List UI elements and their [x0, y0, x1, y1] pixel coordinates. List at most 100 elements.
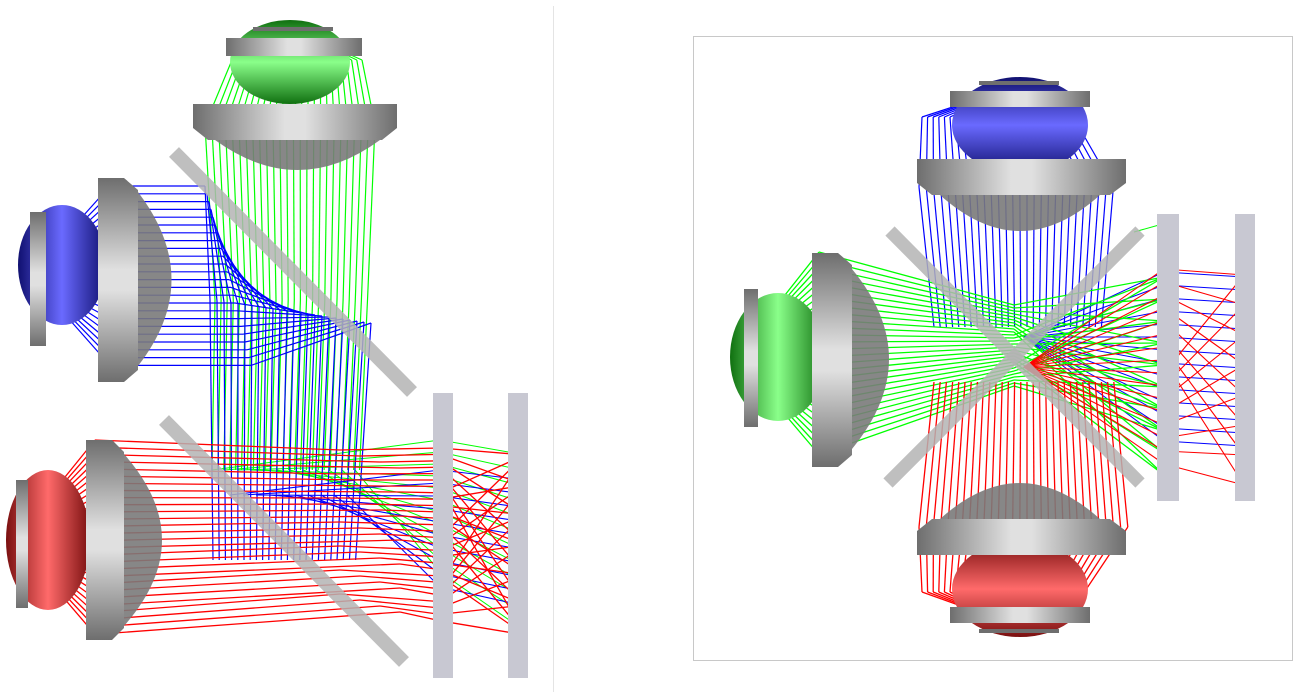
- blue-ray: [242, 482, 441, 496]
- red-field-lens-body: [940, 483, 1100, 519]
- green-ray: [246, 299, 253, 471]
- blue-ray: [208, 201, 225, 303]
- red-ray: [1023, 346, 1165, 368]
- red-ray: [1023, 281, 1165, 368]
- green-ray: [204, 124, 216, 301]
- blue-ray: [317, 316, 330, 561]
- green-lens-cap: [253, 27, 333, 31]
- blue-ray: [918, 186, 935, 328]
- red-field-lens: [917, 519, 1126, 555]
- blue-ray: [240, 317, 337, 327]
- blue-ray: [242, 318, 344, 335]
- red-ray: [359, 575, 441, 584]
- blue-ray: [299, 313, 309, 561]
- dichroic-mirror-upper: [169, 147, 417, 397]
- red-ray: [339, 545, 441, 552]
- blue-ray: [1094, 186, 1107, 328]
- green-ray: [218, 124, 228, 301]
- green-field-lens: [812, 253, 852, 467]
- green-ray: [211, 299, 216, 471]
- red-ray: [359, 503, 441, 507]
- blue-field-lens-body: [138, 192, 172, 366]
- blue-ray: [274, 309, 281, 561]
- green-ray: [1013, 310, 1165, 322]
- right-optical-layout: [693, 36, 1293, 661]
- red-ray: [1023, 366, 1165, 400]
- red-ray: [359, 599, 441, 609]
- left-optical-layout: [0, 0, 552, 692]
- blue-ray: [238, 316, 330, 320]
- green-ray: [354, 124, 362, 301]
- red-ray: [932, 381, 948, 528]
- green-field-lens: [193, 104, 397, 140]
- blue-ray: [286, 311, 295, 561]
- red-ray: [1094, 381, 1107, 528]
- blue-ray: [234, 302, 316, 316]
- blue-field-lens: [98, 178, 138, 382]
- red-ray: [379, 509, 441, 513]
- red-ray: [1023, 307, 1165, 368]
- blue-ray: [348, 321, 365, 561]
- red-ray: [939, 381, 954, 528]
- green-ray: [317, 299, 326, 471]
- red-lens-cap: [979, 629, 1059, 633]
- image-plate-1: [433, 393, 453, 678]
- red-ray: [379, 605, 441, 616]
- red-ray: [339, 593, 441, 603]
- blue-ray: [330, 318, 344, 561]
- red-ray: [1023, 268, 1165, 368]
- red-ray: [1088, 381, 1100, 528]
- green-ray: [1013, 298, 1165, 309]
- red-ray: [1023, 366, 1165, 426]
- blue-lens-mount: [30, 212, 46, 346]
- blue-field-lens-body: [940, 195, 1100, 231]
- red-ray: [1023, 320, 1165, 368]
- blue-ray: [311, 315, 323, 561]
- red-ray: [339, 447, 441, 451]
- red-ray: [94, 605, 381, 628]
- red-ray: [379, 533, 441, 539]
- red-ray: [1023, 366, 1165, 387]
- image-plate-2: [508, 393, 528, 678]
- green-ray: [353, 299, 362, 471]
- red-ray: [1023, 294, 1165, 368]
- optics: [730, 77, 1255, 637]
- blue-lens-mount: [950, 91, 1090, 107]
- blue-ray: [244, 319, 351, 343]
- green-lens-mount: [226, 38, 362, 56]
- red-ray: [1082, 381, 1093, 528]
- green-field-lens-body: [215, 140, 380, 170]
- blue-ray: [342, 320, 358, 561]
- green-lens-mount: [744, 289, 758, 427]
- blue-ray: [216, 232, 253, 307]
- red-ray: [94, 599, 361, 621]
- red-ray: [94, 460, 401, 469]
- red-ray: [1075, 381, 1086, 528]
- red-lens-mount: [950, 607, 1090, 623]
- green-ray: [1013, 342, 1165, 345]
- image-plate-1: [1157, 214, 1179, 501]
- green-ray: [252, 299, 259, 471]
- red-ray: [925, 381, 941, 528]
- blue-ray: [305, 314, 316, 561]
- left-ray-trace-diagram: [6, 20, 528, 678]
- red-ray: [1023, 366, 1165, 413]
- dichroic-mirror-lower: [159, 415, 409, 667]
- green-ray: [360, 124, 369, 301]
- right-ray-trace-diagram: [730, 77, 1255, 637]
- panel-divider: [553, 6, 554, 692]
- green-ray: [270, 299, 277, 471]
- blue-ray: [209, 299, 214, 561]
- green-ray: [1013, 313, 1165, 344]
- red-ray: [379, 557, 441, 564]
- green-field-lens-body: [852, 269, 889, 449]
- green-condenser-lens: [230, 20, 350, 104]
- green-ray: [299, 299, 308, 471]
- red-field-lens-body: [124, 454, 162, 626]
- blue-ray: [232, 294, 309, 315]
- red-ray: [1023, 359, 1165, 368]
- red-ray: [918, 381, 935, 528]
- green-ray: [341, 469, 441, 561]
- red-ray: [339, 569, 441, 577]
- blue-ray: [355, 322, 372, 561]
